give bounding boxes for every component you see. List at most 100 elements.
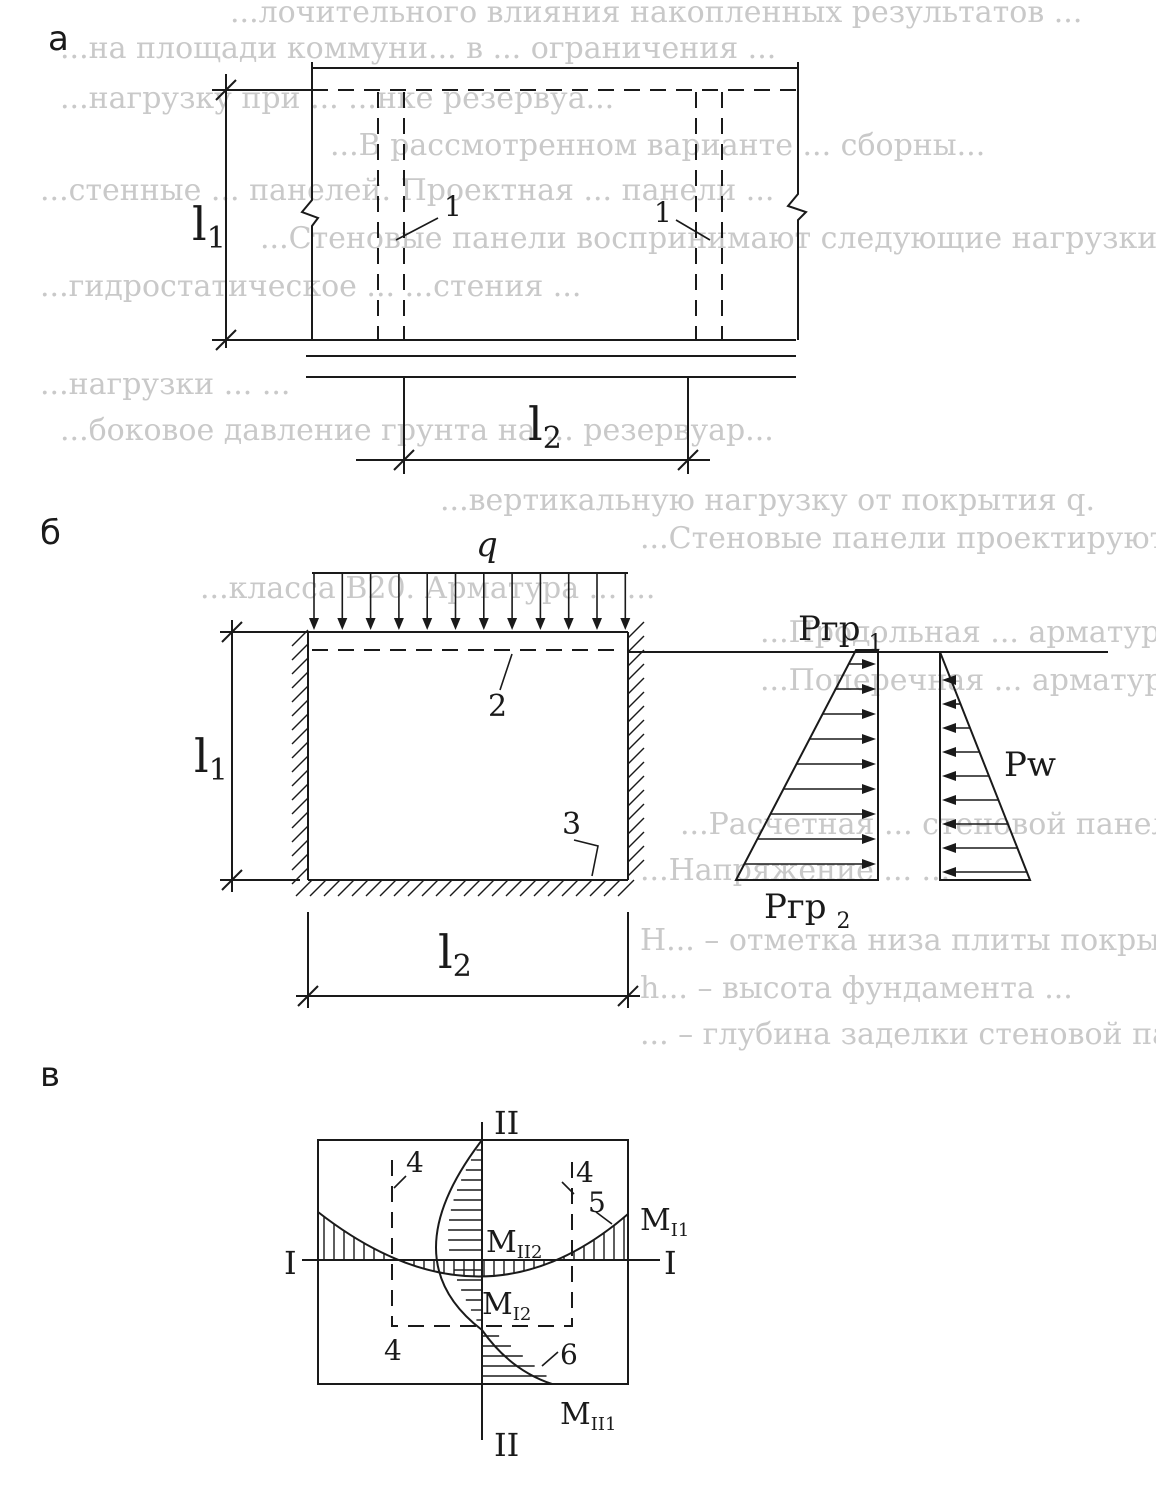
hatch-line (291, 825, 309, 843)
bg-line: ...В рассмотренном варианте ... сборны..… (330, 128, 985, 163)
callout-4-top-left: 4 (406, 1146, 424, 1179)
water-arrow-head (942, 843, 956, 853)
water-arrow-head (942, 723, 956, 733)
callout-1-right: 1 (654, 196, 672, 229)
bg-line: ...Напряжение ... ... (640, 853, 950, 888)
hatch-line (627, 677, 645, 695)
hatch-line (379, 879, 397, 897)
soil-pressure-diagram (734, 649, 879, 881)
background-text-layer: ...лочительного влияния накопленных резу… (40, 0, 1156, 1052)
hatch-line (627, 817, 645, 835)
hatch-line (291, 657, 309, 675)
dim-tick (677, 449, 699, 471)
dim-tick (215, 329, 237, 351)
axis-II-bottom-label: II (494, 1426, 519, 1464)
hatch-line (309, 879, 327, 897)
hatch-line (627, 845, 645, 863)
hatch-line (505, 879, 523, 897)
dim-label-l1: l1 (194, 729, 228, 788)
hatch-line (291, 839, 309, 857)
dim-tick (221, 621, 243, 643)
hatch-line (435, 879, 453, 897)
load-arrow-head (507, 618, 518, 630)
hatch-line (365, 879, 383, 897)
soil-arrow-head (862, 659, 876, 669)
hatch-line (291, 797, 309, 815)
water-pressure-diagram (939, 651, 1032, 881)
soil-arrow-head (862, 809, 876, 819)
hatch-line (291, 671, 309, 689)
soil-arrow-head (862, 859, 876, 869)
hatch-line (627, 733, 645, 751)
load-arrow-head (450, 618, 461, 630)
wall-left-edge (300, 62, 320, 340)
hatch-line (291, 685, 309, 703)
bg-line: ...нагрузки ... ... (40, 367, 290, 402)
soil-pressure-arrows (744, 659, 876, 869)
bg-line: ...лочительного влияния накопленных резу… (230, 0, 1082, 30)
panel-outline (317, 1139, 629, 1385)
bg-line: ...нагрузку при ... ...нке резервуа... (60, 81, 614, 116)
dim-tick (617, 985, 639, 1007)
dim-label-l2: l2 (528, 397, 562, 456)
hatch-line (627, 803, 645, 821)
soil-arrow-head (862, 834, 876, 844)
bg-line: ...вертикальную нагрузку от покрытия q. (440, 483, 1095, 518)
callout-2: 2 (488, 689, 507, 724)
soil-arrow-head (862, 709, 876, 719)
load-arrow-head (337, 618, 348, 630)
bg-line: ...Продольная ... арматура ... класса A-… (760, 615, 1156, 650)
bg-line: ...Стеновые панели проектируются из тяже… (640, 521, 1156, 556)
dim-tick (297, 985, 319, 1007)
hatch-line (291, 783, 309, 801)
hatch-line (627, 831, 645, 849)
callout-leader (541, 1351, 559, 1367)
hatch-line (421, 879, 439, 897)
bg-line: ...Расчетная ... стеновой панели ... (680, 807, 1156, 842)
hatch-line (291, 643, 309, 661)
water-arrow-head (942, 867, 956, 877)
load-arrow-head (365, 618, 376, 630)
bg-line: ...на площади коммуни... в ... ограничен… (60, 31, 776, 66)
bg-line: ...боковое давление грунта на ... резерв… (60, 413, 774, 448)
callout-leader (573, 839, 599, 877)
hatch-line (323, 879, 341, 897)
callout-6: 6 (560, 1338, 578, 1371)
hatch-line (533, 879, 551, 897)
hatch-line (627, 789, 645, 807)
hatch-line (627, 775, 645, 793)
hatch-line (627, 859, 645, 877)
callout-leader (675, 219, 711, 241)
callout-leader (393, 1175, 407, 1189)
soil-arrow-head (862, 734, 876, 744)
bg-line: ... – глубина заделки стеновой панели в … (640, 1017, 1156, 1052)
hatch-line (627, 761, 645, 779)
hatch-line (491, 879, 509, 897)
load-arrows (309, 573, 631, 630)
water-pressure-arrows (942, 675, 1027, 877)
water-arrow-head (942, 795, 956, 805)
water-arrow-head (942, 747, 956, 757)
panel-v-letter: в (40, 1055, 60, 1095)
hatch-left-support (291, 629, 309, 885)
panel-a-letter: a (48, 19, 69, 59)
hatch-line (291, 867, 309, 885)
callout-leader (595, 1211, 613, 1225)
bg-line: ...стенные ... панелей. Проектная ... па… (40, 173, 774, 208)
load-arrow-head (592, 618, 602, 630)
callout-leader (395, 217, 439, 241)
hatch-line (589, 879, 607, 897)
load-arrow-head (309, 618, 319, 630)
p-water-label: Pw (1004, 745, 1056, 785)
hatch-line (477, 879, 495, 897)
dashed-inner-rect (391, 1160, 573, 1327)
callout-leader (561, 1181, 575, 1195)
water-arrow-head (942, 699, 956, 709)
moment-label-MI2: MI2 (482, 1287, 531, 1325)
dim-tick (393, 449, 415, 471)
hatch-line (463, 879, 481, 897)
